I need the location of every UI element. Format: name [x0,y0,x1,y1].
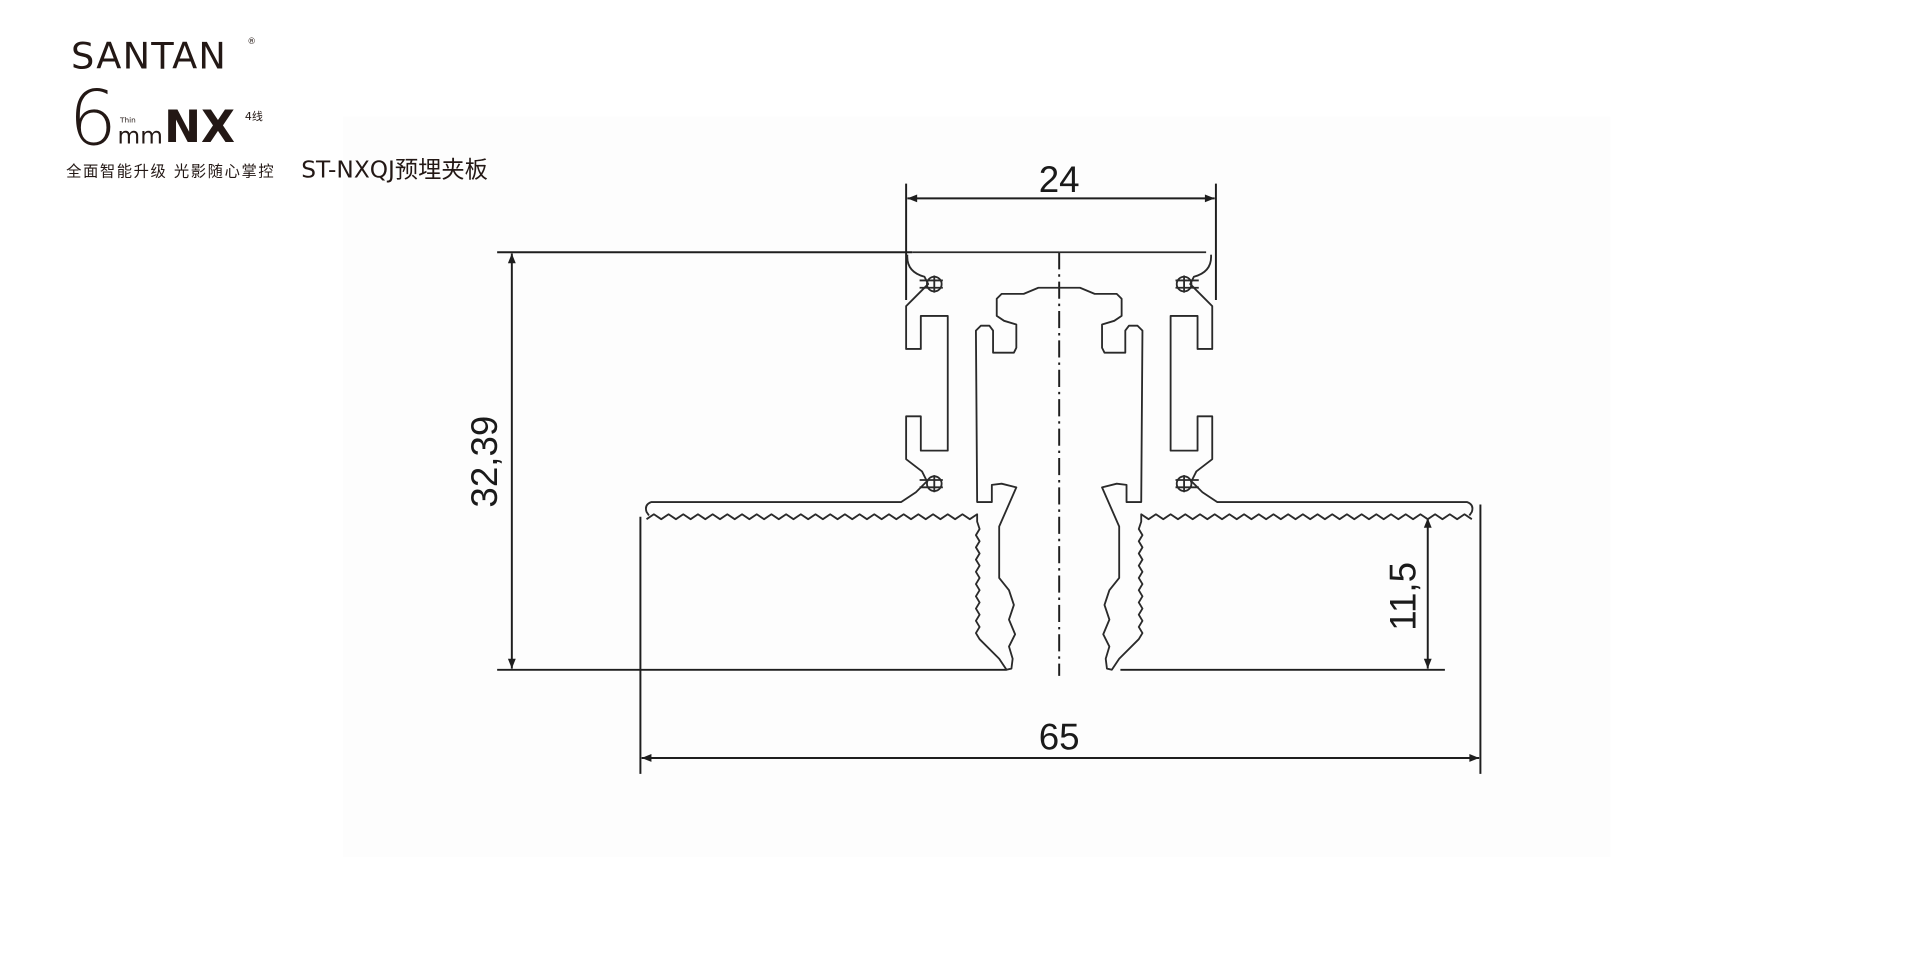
dim-top-width: 24 [1039,159,1080,200]
thin-label: Thin [119,115,136,124]
registered-mark: ® [247,37,256,47]
dim-total-height: 32,39 [464,416,505,508]
profile-left-half [645,251,1060,671]
slogan: 全面智能升级 光影随心掌控 [66,162,275,180]
product-title: ST-NXQJ预埋夹板 [301,157,488,184]
size-number: 6 [69,74,117,162]
dim-flange-height: 11,5 [1383,562,1424,631]
size-unit: mm [118,122,163,149]
brand-logo: SANTAN ® 6 mm Thin NX 4线 全面智能升级 光影随心掌控 [66,35,275,181]
brand-name: SANTAN [71,35,227,78]
wire-label: 4线 [245,109,263,123]
series-name: NX [164,102,235,153]
dimension-lines [497,183,1482,774]
dim-total-width: 65 [1039,716,1080,757]
